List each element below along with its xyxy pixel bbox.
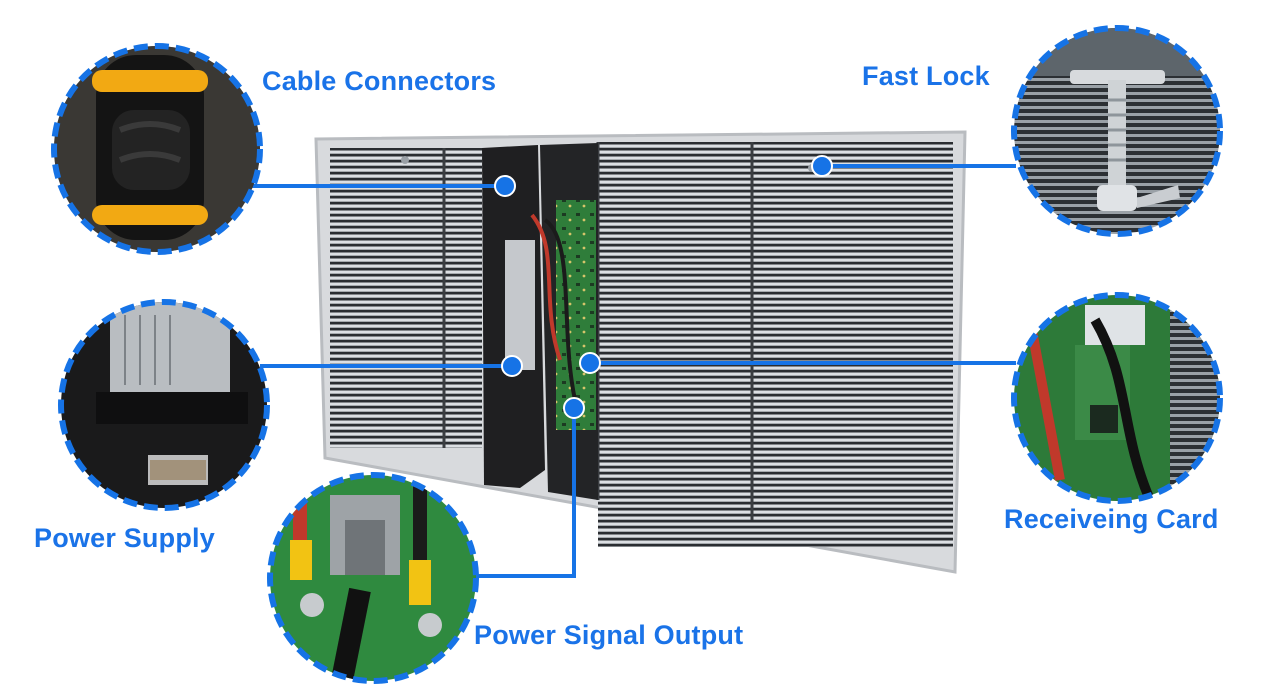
callout-lines <box>248 164 1016 578</box>
receiving-card-closeup <box>1011 292 1223 504</box>
cable-connector-closeup <box>51 43 263 255</box>
receiving-card-ring <box>1011 292 1223 504</box>
callout-dot-psu <box>501 355 523 377</box>
power-signal-output-closeup <box>267 472 479 684</box>
callout-dot-signal <box>563 397 585 419</box>
power-signal-output-ring <box>267 472 479 684</box>
callout-dot-fast <box>811 155 833 177</box>
fast-lock-ring <box>1011 25 1223 237</box>
receiving-card-pcb <box>556 200 596 430</box>
callout-dot-cable <box>494 175 516 197</box>
power-supply-ring <box>58 299 270 511</box>
power-supply-closeup <box>58 299 270 511</box>
callout-line-signal <box>474 408 576 578</box>
label-fast-lock: Fast Lock <box>862 61 990 91</box>
panel-slats-right <box>598 142 953 547</box>
fast-lock-closeup <box>1011 25 1223 237</box>
label-cable-connectors: Cable Connectors <box>262 66 497 96</box>
cable-connector-ring <box>51 43 263 255</box>
label-power-supply: Power Supply <box>34 523 215 553</box>
panel-slats-left <box>330 148 482 448</box>
callout-dot-recv <box>579 352 601 374</box>
callout-dots <box>494 155 833 419</box>
label-receiving-card: Receiveing Card <box>1004 504 1219 534</box>
label-power-signal-output: Power Signal Output <box>474 620 744 650</box>
led-panel <box>314 130 967 574</box>
